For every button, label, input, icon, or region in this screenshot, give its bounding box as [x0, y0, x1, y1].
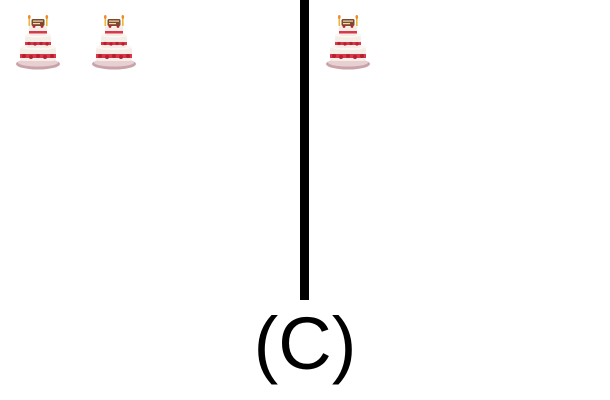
vertical-divider [300, 0, 309, 300]
birthday-cake-icon [324, 13, 372, 71]
birthday-cake-icon [90, 13, 138, 71]
birthday-cake-icon [14, 13, 62, 71]
left-group [0, 0, 300, 300]
right-group [310, 0, 610, 300]
option-label: (C) [253, 302, 357, 385]
